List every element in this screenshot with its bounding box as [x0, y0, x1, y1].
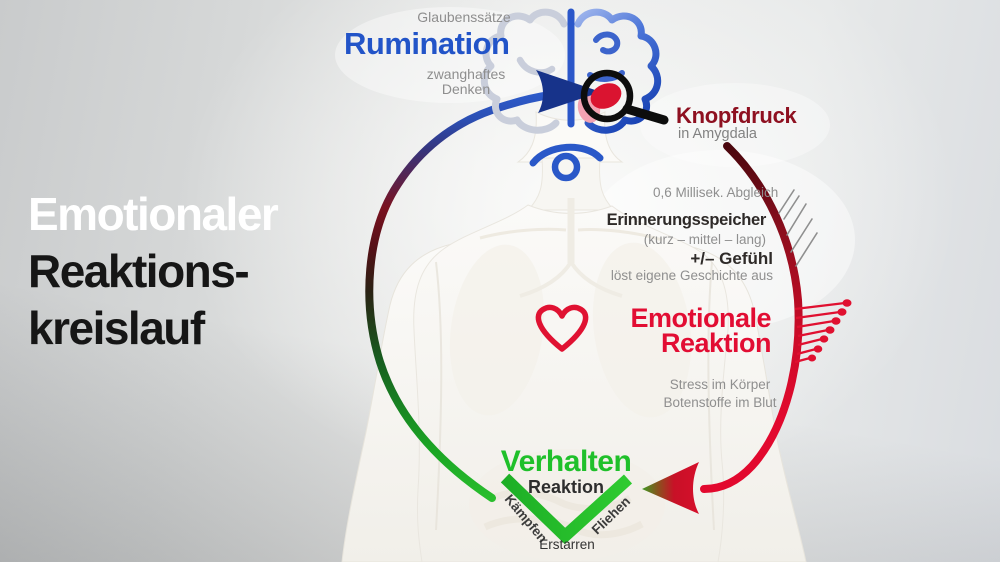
zwanghaftes-denken-label: zwanghaftes Denken	[406, 67, 526, 97]
eye-icon	[529, 143, 604, 182]
red-arrowhead	[642, 462, 699, 514]
gefuehl-label: +/– Gefühl	[690, 249, 773, 268]
cycle-arc-right	[700, 142, 803, 493]
emotionale-reaktion-label: Emotionale Reaktion	[630, 303, 772, 358]
botenstoffe-label: Botenstoffe im Blut	[663, 395, 777, 410]
brain-icon	[480, 8, 662, 134]
stress-label: Stress im Körper	[669, 377, 771, 392]
check-icon	[500, 473, 633, 545]
magnifier-icon	[580, 69, 669, 125]
verhalten-label: Verhalten	[500, 445, 632, 478]
emotionale-line: Emotionale	[630, 303, 771, 333]
verhalten-reaktion-label: Reaktion	[527, 477, 605, 497]
title-line-3: kreislauf	[28, 302, 205, 354]
page-title: Emotionaler Reaktions- kreislauf	[28, 186, 279, 357]
neurotransmitter-marks	[794, 299, 852, 364]
reaktion-line: Reaktion	[660, 328, 772, 358]
glaubenssaetze-label: Glaubenssätze	[417, 9, 511, 25]
kurz-mittel-lang-label: (kurz – mittel – lang)	[643, 232, 766, 247]
heart-icon	[535, 304, 589, 352]
erinnerungsspeicher-label: Erinnerungsspeicher	[606, 211, 767, 229]
title-line-1: Emotionaler	[28, 188, 279, 240]
title-line-2: Reaktions-	[28, 245, 250, 297]
denken-line: Denken	[441, 81, 491, 97]
cycle-arc-left	[365, 91, 554, 502]
abgleich-label: 0,6 Millisek. Abgleich	[653, 185, 779, 200]
loest-geschichte-label: löst eigene Geschichte aus	[610, 268, 773, 283]
blue-arrowhead	[536, 70, 601, 113]
rumination-label: Rumination	[344, 26, 510, 61]
erstarren-label: Erstarren	[539, 537, 595, 552]
zwanghaftes-line: zwanghaftes	[426, 66, 506, 82]
knopfdruck-label: Knopfdruck	[676, 103, 797, 128]
speed-lines	[778, 189, 818, 267]
in-amygdala-label: in Amygdala	[678, 126, 757, 142]
